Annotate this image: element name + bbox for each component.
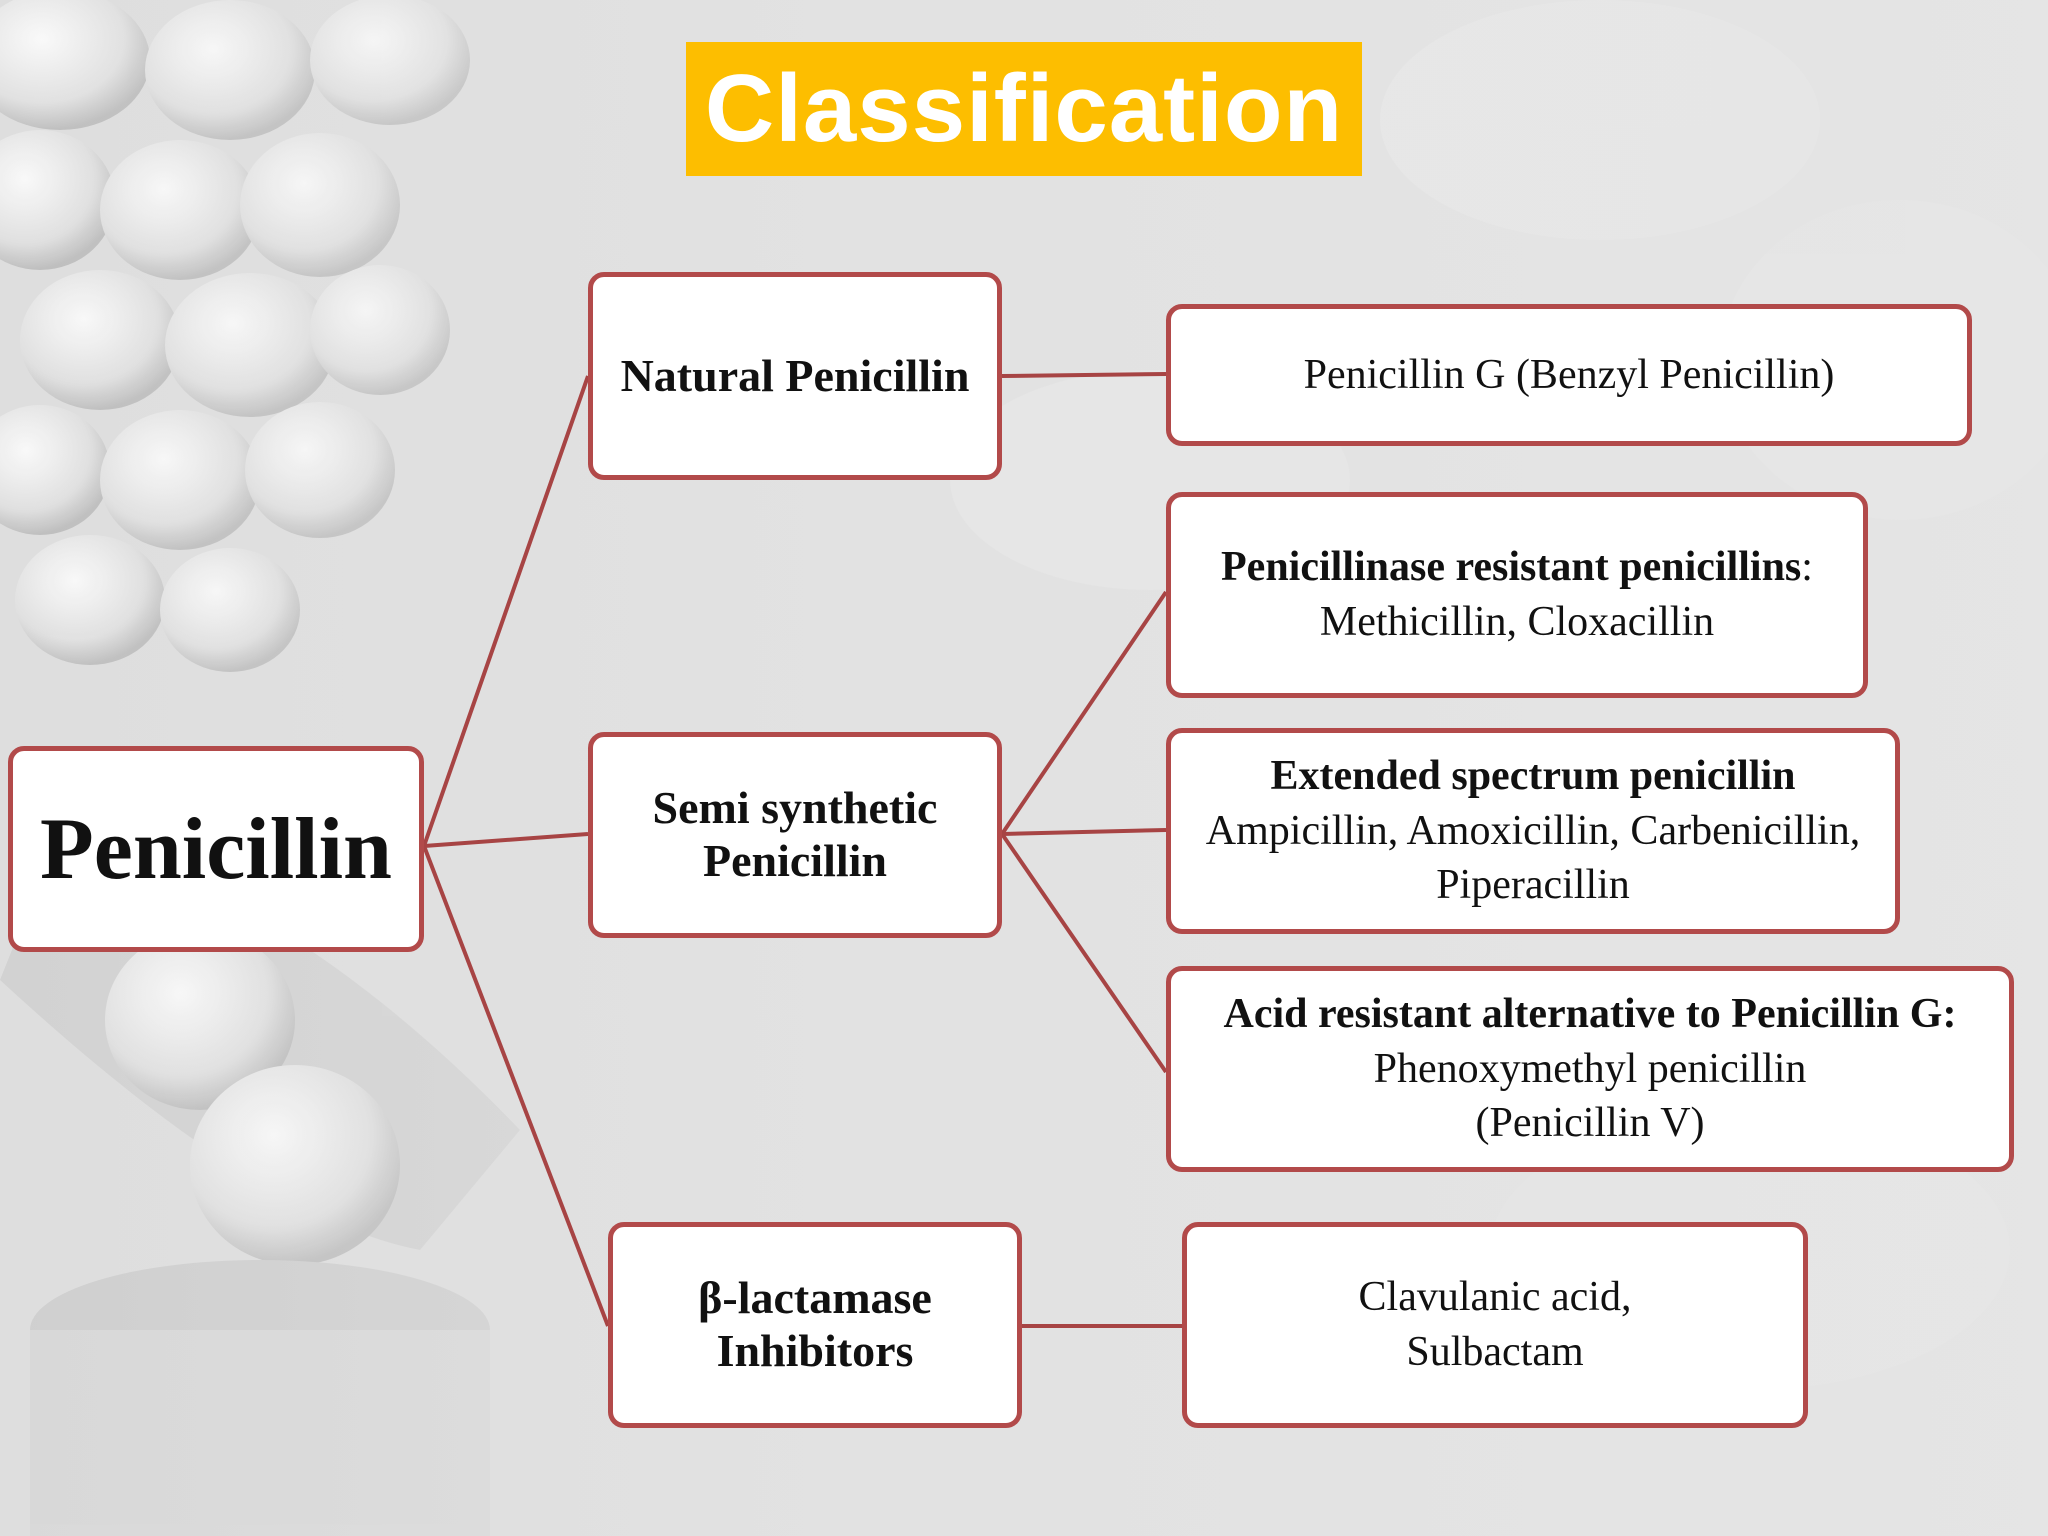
detail-natural-text: Penicillin G (Benzyl Penicillin) xyxy=(1303,351,1835,398)
connector-semi-extended xyxy=(1001,828,1167,836)
detail-acid-resistant: Acid resistant alternative to Penicillin… xyxy=(1166,966,2014,1172)
detail-beta-text-line2: Sulbactam xyxy=(1406,1329,1584,1375)
category-beta-label-line1: β-lactamase xyxy=(698,1272,932,1324)
detail-acid-heading: Acid resistant alternative to Penicillin… xyxy=(1223,991,1957,1038)
category-semi-label-line1: Semi synthetic xyxy=(652,782,938,834)
connector-natural-detail xyxy=(1001,372,1167,378)
detail-extended-text-line1: Ampicillin, Amoxicillin, Carbenicillin, xyxy=(1205,807,1861,854)
detail-penicillinase-heading: Penicillinase resistant penicillins xyxy=(1221,544,1802,591)
title-banner: Classification xyxy=(686,42,1362,176)
detail-acid-text-line2: (Penicillin V) xyxy=(1475,1100,1705,1147)
detail-penicillinase-resistant: Penicillinase resistant penicillins: Met… xyxy=(1166,492,1868,698)
root-node-penicillin: Penicillin xyxy=(8,746,424,952)
detail-beta-text-line1: Clavulanic acid, xyxy=(1358,1274,1632,1321)
detail-penicillinase-heading-suffix: : xyxy=(1801,544,1813,591)
category-semi-synthetic-penicillin: Semi synthetic Penicillin xyxy=(588,732,1002,938)
category-beta-label-line2: Inhibitors xyxy=(716,1325,914,1376)
detail-natural-penicillin: Penicillin G (Benzyl Penicillin) xyxy=(1166,304,1972,446)
connector-semi-penicillinase xyxy=(1000,590,1168,836)
page-title: Classification xyxy=(704,55,1344,162)
connector-semi-acid xyxy=(1000,832,1168,1074)
detail-extended-spectrum: Extended spectrum penicillin Ampicillin,… xyxy=(1166,728,1900,934)
category-natural-label: Natural Penicillin xyxy=(620,349,970,401)
detail-acid-text-line1: Phenoxymethyl penicillin xyxy=(1373,1045,1807,1092)
root-node-label: Penicillin xyxy=(40,800,392,898)
connector-root-beta xyxy=(422,845,610,1327)
category-semi-label-line2: Penicillin xyxy=(703,835,887,886)
detail-penicillinase-text: Methicillin, Cloxacillin xyxy=(1319,599,1715,645)
detail-extended-heading: Extended spectrum penicillin xyxy=(1270,753,1796,800)
detail-beta-lactamase: Clavulanic acid, Sulbactam xyxy=(1182,1222,1808,1428)
detail-penicillinase-heading-line: Penicillinase resistant penicillins: xyxy=(1221,540,1813,595)
category-natural-penicillin: Natural Penicillin xyxy=(588,272,1002,480)
category-beta-lactamase-inhibitors: β-lactamase Inhibitors xyxy=(608,1222,1022,1428)
detail-extended-text-line2: Piperacillin xyxy=(1436,862,1630,909)
connector-root-natural xyxy=(422,375,590,847)
connector-root-semi xyxy=(423,832,589,848)
